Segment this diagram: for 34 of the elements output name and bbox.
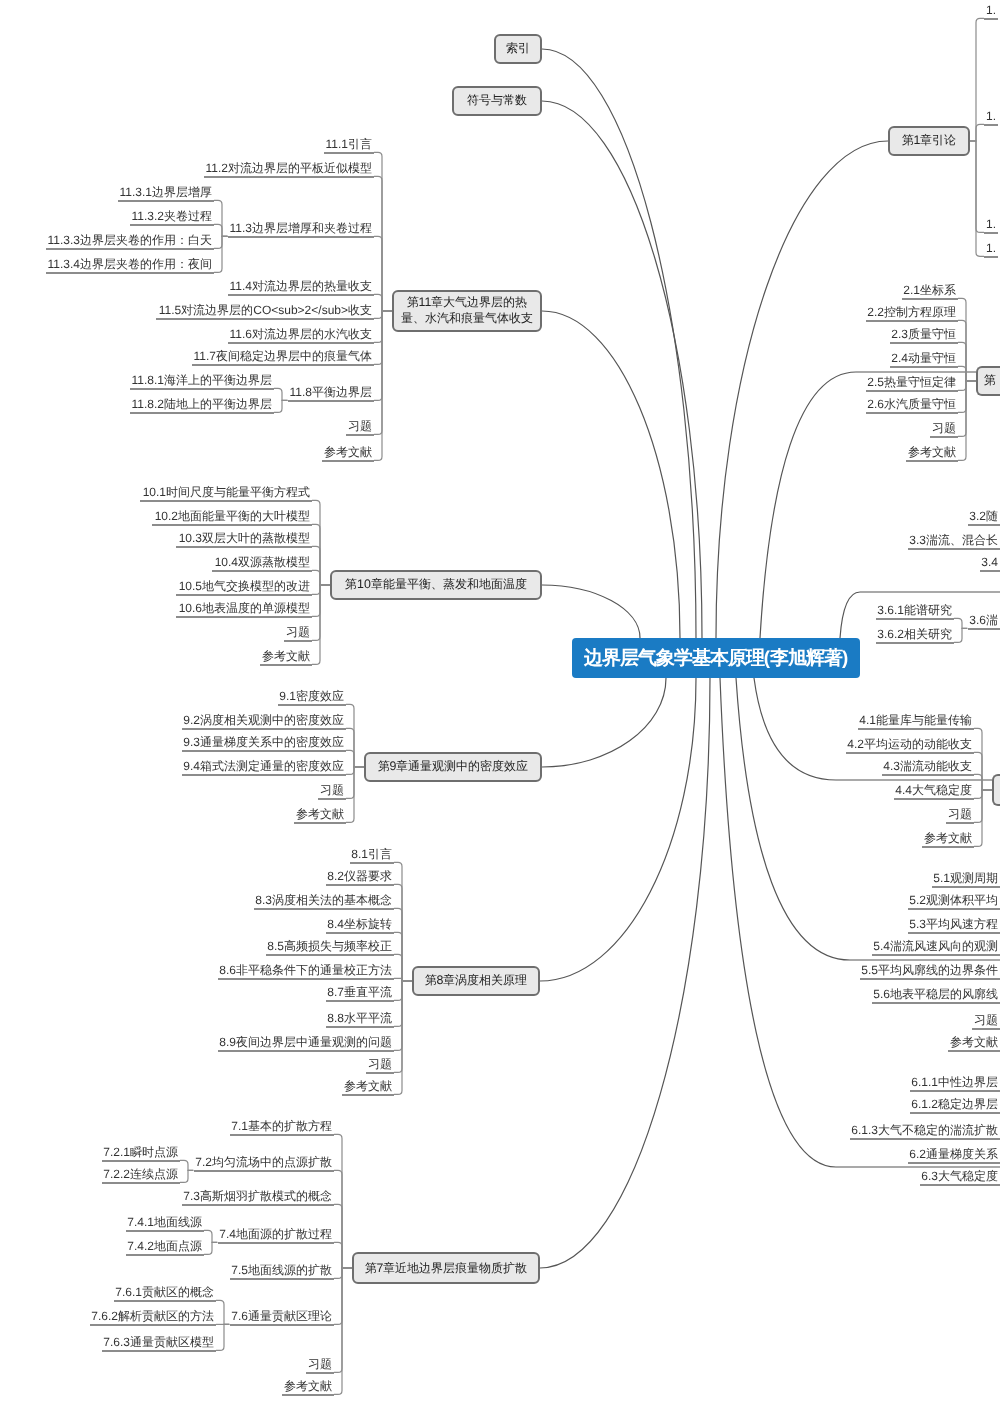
topic-box bbox=[992, 774, 1000, 806]
bracket-line bbox=[215, 1323, 230, 1351]
central-topic-box: 边界层气象学基本原理(李旭辉著) bbox=[572, 638, 860, 678]
bracket-line bbox=[345, 766, 365, 823]
bracket-line bbox=[953, 627, 968, 643]
bracket-line bbox=[969, 123, 985, 142]
bracket-line bbox=[973, 789, 993, 847]
bracket-line bbox=[333, 1267, 353, 1395]
branch-line bbox=[753, 677, 993, 781]
branch-line bbox=[735, 677, 1000, 961]
branch-line bbox=[541, 584, 641, 639]
bracket-line bbox=[215, 1299, 230, 1325]
bracket-line bbox=[969, 140, 985, 257]
bracket-line bbox=[179, 1159, 194, 1171]
branch-line bbox=[719, 677, 1000, 1168]
branch-line bbox=[715, 140, 889, 639]
bracket-line bbox=[203, 1241, 218, 1255]
bracket-line bbox=[213, 223, 229, 237]
bracket-line bbox=[179, 1169, 194, 1183]
bracket-line bbox=[213, 235, 229, 273]
bracket-line bbox=[273, 399, 289, 413]
bracket-line bbox=[373, 310, 393, 461]
branch-line bbox=[759, 371, 977, 639]
bracket-line bbox=[953, 617, 968, 629]
bracket-line bbox=[273, 387, 289, 401]
bracket-line bbox=[203, 1229, 218, 1243]
branch-line bbox=[539, 677, 711, 1269]
branch-line bbox=[541, 310, 681, 639]
branch-line bbox=[839, 591, 1000, 639]
branch-line bbox=[541, 677, 667, 768]
bracket-line bbox=[311, 584, 331, 665]
branch-line bbox=[539, 677, 697, 982]
bracket-line bbox=[957, 380, 977, 461]
bracket-line bbox=[393, 980, 413, 1095]
